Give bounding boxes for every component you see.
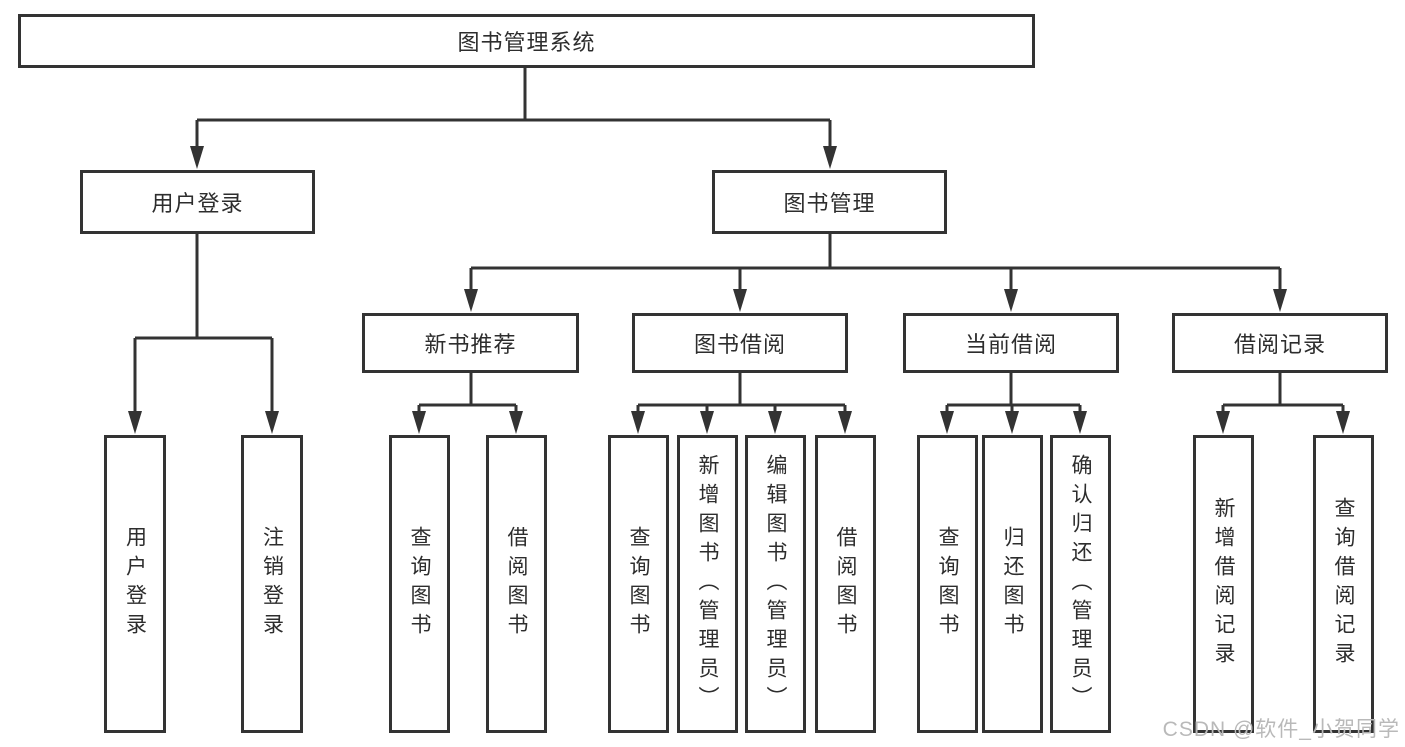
leaf-user-login: 用户登录 xyxy=(104,435,166,733)
leaf-label: 归还图书 xyxy=(1001,526,1024,642)
node-label: 图书管理系统 xyxy=(457,30,596,55)
leaf-query-books-borrowing: 查询图书 xyxy=(608,435,669,733)
leaf-query-books-recommend: 查询图书 xyxy=(389,435,450,733)
node-book-management: 图书管理 xyxy=(712,170,947,234)
leaf-label: 确认归还（管理员） xyxy=(1069,453,1092,715)
arrow-down-icon xyxy=(190,146,204,169)
node-book-borrowing: 图书借阅 xyxy=(632,313,848,373)
leaf-confirm-return-admin: 确认归还（管理员） xyxy=(1050,435,1111,733)
leaf-label: 新增借阅记录 xyxy=(1212,497,1235,671)
arrow-down-icon xyxy=(1073,411,1087,434)
arrow-down-icon xyxy=(1273,289,1287,312)
leaf-borrow-books-borrowing: 借阅图书 xyxy=(815,435,876,733)
arrow-down-icon xyxy=(1005,411,1019,434)
leaf-logout: 注销登录 xyxy=(241,435,303,733)
leaf-label: 借阅图书 xyxy=(505,526,528,642)
node-label: 新书推荐 xyxy=(424,332,517,357)
node-borrow-records: 借阅记录 xyxy=(1172,313,1388,373)
leaf-return-books: 归还图书 xyxy=(982,435,1043,733)
leaf-label: 查询借阅记录 xyxy=(1332,497,1355,671)
csdn-watermark: CSDN @软件_小贺同学 xyxy=(1162,718,1400,741)
leaf-label: 查询图书 xyxy=(408,526,431,642)
node-label: 用户登录 xyxy=(151,191,244,216)
arrow-down-icon xyxy=(265,411,279,434)
node-label: 图书借阅 xyxy=(693,332,786,357)
leaf-label: 用户登录 xyxy=(123,526,147,642)
node-new-book-recommend: 新书推荐 xyxy=(362,313,579,373)
leaf-add-borrow-record: 新增借阅记录 xyxy=(1193,435,1254,733)
arrow-down-icon xyxy=(1004,289,1018,312)
arrow-down-icon xyxy=(940,411,954,434)
leaf-label: 查询图书 xyxy=(936,526,959,642)
leaf-add-book-admin: 新增图书（管理员） xyxy=(677,435,738,733)
node-current-borrowing: 当前借阅 xyxy=(903,313,1119,373)
leaf-label: 查询图书 xyxy=(627,526,650,642)
arrow-down-icon xyxy=(509,411,523,434)
leaf-label: 编辑图书（管理员） xyxy=(764,453,787,715)
leaf-query-books-current: 查询图书 xyxy=(917,435,978,733)
arrow-down-icon xyxy=(631,411,645,434)
arrow-down-icon xyxy=(1216,411,1230,434)
leaf-query-borrow-record: 查询借阅记录 xyxy=(1313,435,1374,733)
leaf-label: 借阅图书 xyxy=(834,526,857,642)
arrow-down-icon xyxy=(823,146,837,169)
node-library-management-system: 图书管理系统 xyxy=(18,14,1035,68)
leaf-label: 新增图书（管理员） xyxy=(696,453,719,715)
arrow-down-icon xyxy=(838,411,852,434)
leaf-borrow-books-recommend: 借阅图书 xyxy=(486,435,547,733)
node-label: 借阅记录 xyxy=(1233,332,1326,357)
node-label: 当前借阅 xyxy=(964,332,1057,357)
leaf-label: 注销登录 xyxy=(260,526,284,642)
arrow-down-icon xyxy=(128,411,142,434)
node-label: 图书管理 xyxy=(783,191,876,216)
leaf-edit-book-admin: 编辑图书（管理员） xyxy=(745,435,806,733)
arrow-down-icon xyxy=(733,289,747,312)
arrow-down-icon xyxy=(700,411,714,434)
arrow-down-icon xyxy=(464,289,478,312)
arrow-down-icon xyxy=(1336,411,1350,434)
arrow-down-icon xyxy=(768,411,782,434)
arrow-down-icon xyxy=(412,411,426,434)
node-user-login-branch: 用户登录 xyxy=(80,170,315,234)
